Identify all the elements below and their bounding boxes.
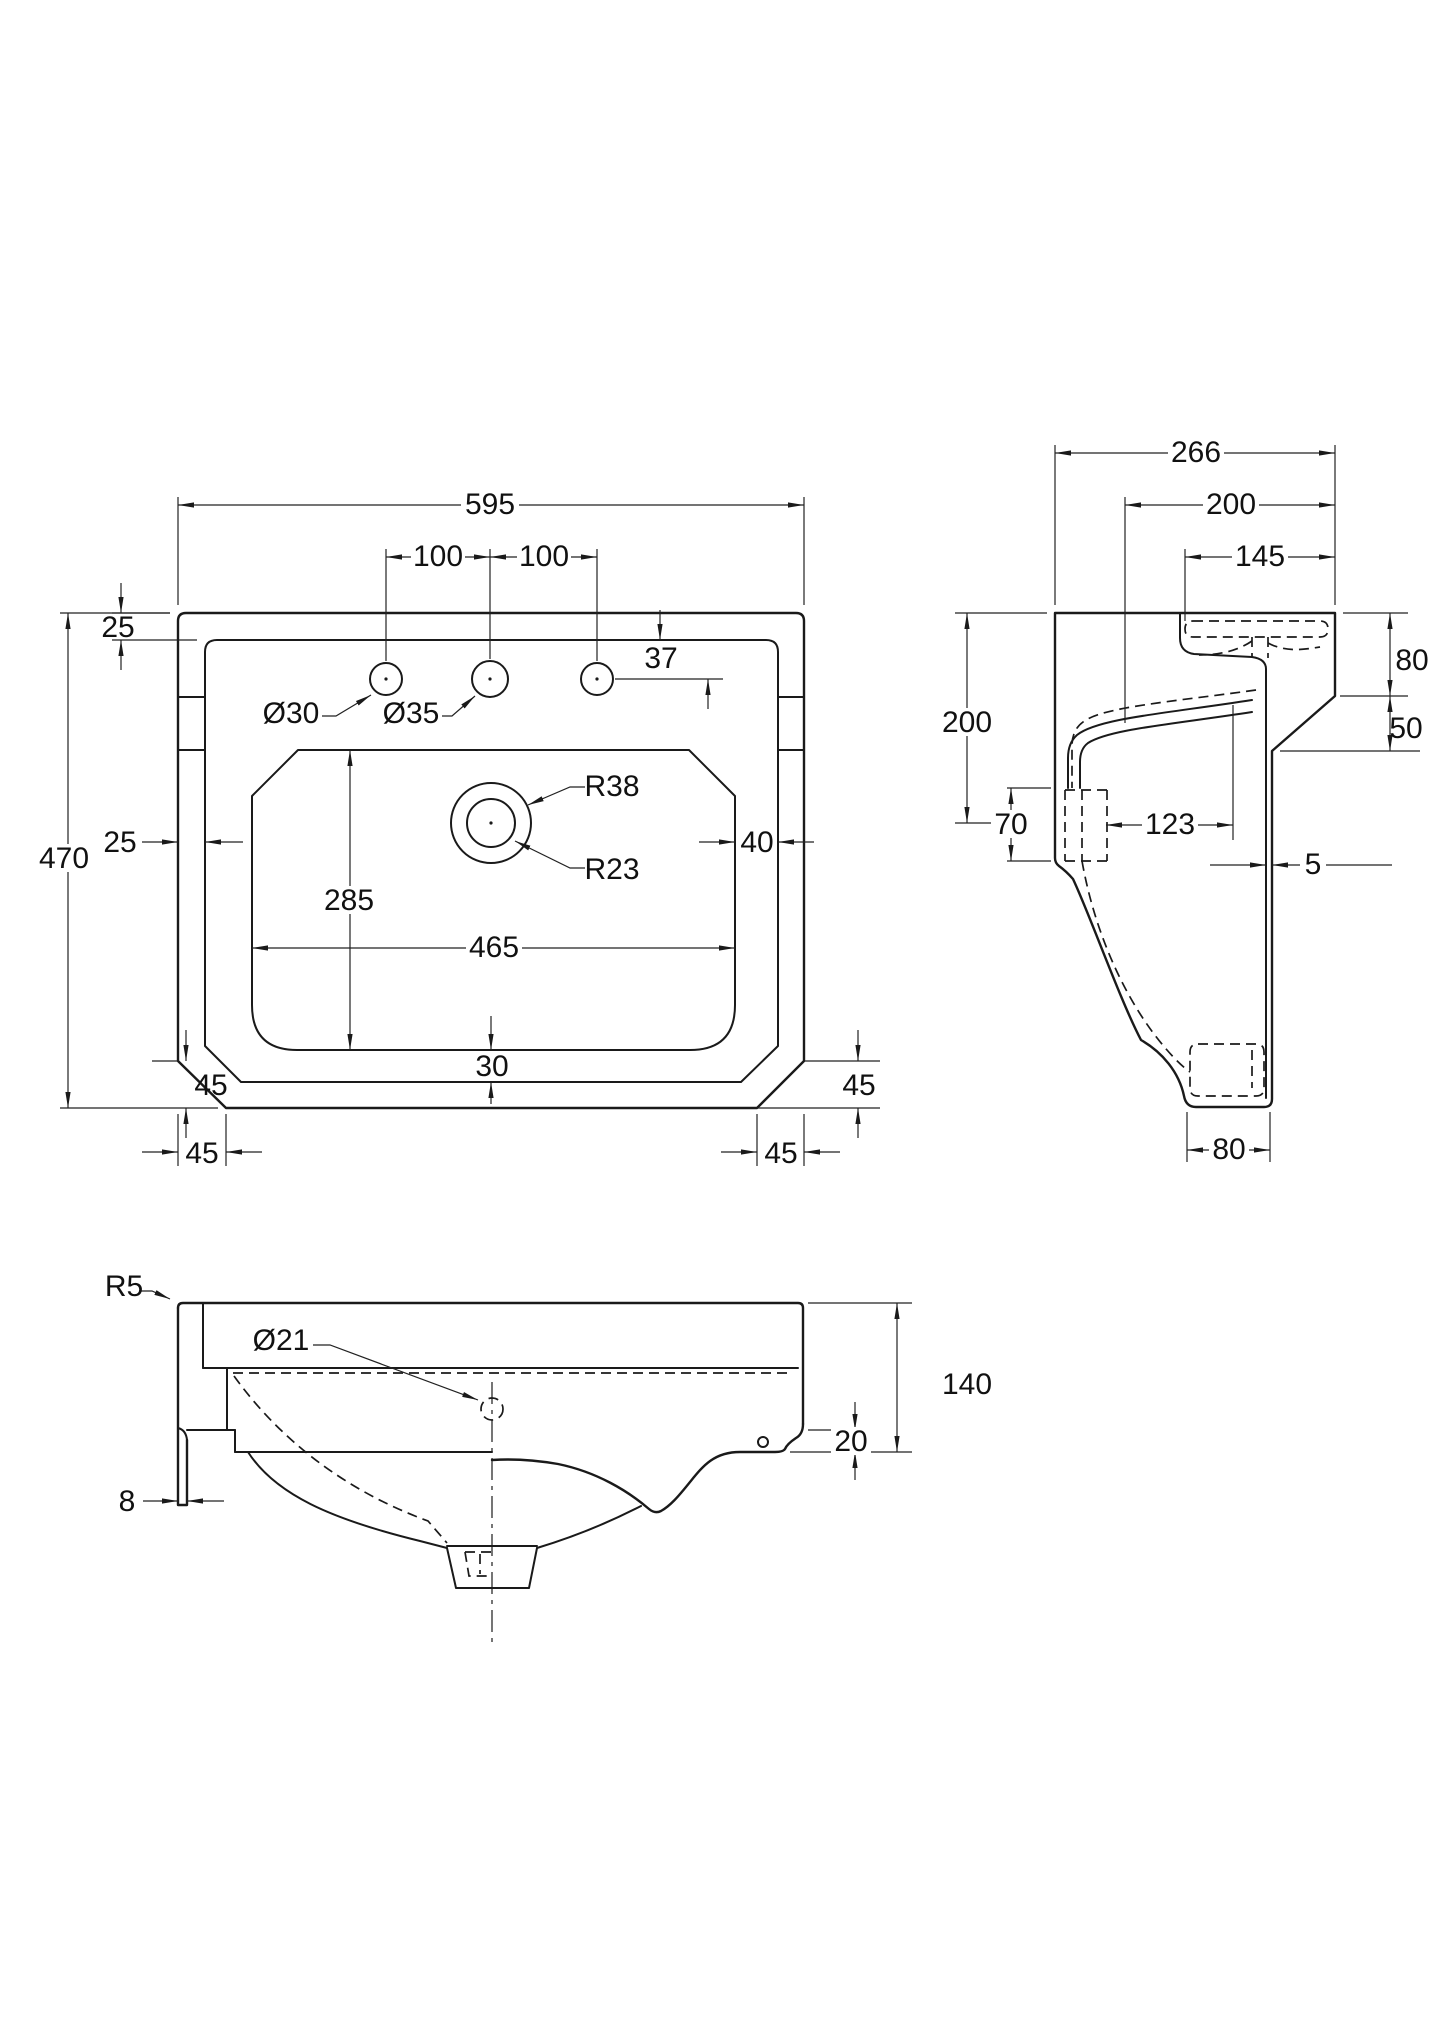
front-top-edge <box>176 1301 805 1426</box>
dim-plan-width: 595 <box>177 488 805 605</box>
side-apron-cavity-hidden <box>1189 1043 1265 1097</box>
label-corner-radius: R5 <box>105 1270 171 1303</box>
dim-tap-spacing: 100 100 <box>385 540 598 661</box>
front-right-silhouette <box>490 1422 805 1514</box>
dim-front-height-label: 140 <box>942 1368 992 1401</box>
dim-front-back-tab: 8 <box>119 1485 224 1518</box>
label-hole-left-text: Ø30 <box>263 697 320 730</box>
dim-chamfer-left-v: 45 <box>152 1030 228 1138</box>
overflow-hole-hidden <box>480 1397 504 1421</box>
dim-bowl-width: 465 <box>252 931 735 964</box>
label-hole-left: Ø30 <box>263 694 372 730</box>
tap-hole-right <box>580 662 614 696</box>
label-drain-outer-text: R38 <box>584 770 639 803</box>
dim-bowl-depth-label: 285 <box>324 884 374 917</box>
dim-side-apron: 80 <box>1340 612 1429 697</box>
dim-rim-left: 25 <box>103 826 243 859</box>
front-left-step <box>177 1427 188 1441</box>
side-deck-flange-hidden <box>1184 620 1329 638</box>
plan-view: 595 470 100 100 25 <box>36 488 880 1170</box>
front-section-lines <box>186 1302 799 1589</box>
front-view: R5 Ø21 140 20 8 <box>105 1270 992 1645</box>
dim-side-overflow-label: 123 <box>1145 808 1195 841</box>
side-view: 266 200 145 80 50 <box>939 436 1429 1166</box>
dim-bowl-depth: 285 <box>321 750 377 1050</box>
dim-bowl-gap-right: 40 <box>699 826 814 859</box>
dim-chamfer-right-h-label: 45 <box>764 1137 797 1170</box>
dim-side-deck-label: 145 <box>1235 540 1285 573</box>
side-hidden-lines <box>1064 620 1329 1097</box>
dim-chamfer-right-v: 45 <box>757 1030 880 1138</box>
front-bowl-inner-hidden <box>233 1375 448 1544</box>
dim-plan-height: 470 <box>36 612 218 1109</box>
dim-bowl-gap-bottom: 30 <box>475 1016 509 1104</box>
label-overflow-dia: Ø21 <box>253 1324 479 1401</box>
dim-side-back-height-label: 200 <box>942 706 992 739</box>
dim-side-back-height: 200 <box>939 612 1047 824</box>
dim-tap-offset-label: 37 <box>644 642 677 675</box>
tap-hole-left <box>369 662 403 696</box>
dim-bowl-gap-bottom-label: 30 <box>475 1050 508 1083</box>
dim-side-deck: 145 <box>1184 540 1335 621</box>
dim-side-chamfer: 50 <box>1280 696 1423 752</box>
label-drain-inner: R23 <box>514 840 640 886</box>
label-drain-outer: R38 <box>527 770 640 806</box>
drain-outer-circle <box>450 782 532 864</box>
front-fixing-hole <box>757 1436 769 1448</box>
dim-tap-offset: 37 <box>615 610 723 709</box>
front-bowl-underside <box>247 1451 448 1549</box>
dim-side-apron-label: 80 <box>1395 644 1428 677</box>
dim-rim-top-label: 25 <box>101 611 134 644</box>
dim-chamfer-left-v-label: 45 <box>194 1069 227 1102</box>
dim-side-overflow: 123 <box>1106 808 1233 841</box>
dim-chamfer-left-h-label: 45 <box>185 1137 218 1170</box>
dim-bowl-width-label: 465 <box>469 931 519 964</box>
front-left-edge <box>176 1306 189 1507</box>
dim-side-ledge: 200 <box>1124 488 1335 723</box>
side-interior-solid <box>1067 612 1267 1099</box>
dim-chamfer-left-h: 45 <box>142 1114 262 1170</box>
dim-side-ledge-label: 200 <box>1206 488 1256 521</box>
dim-rim-top: 25 <box>101 583 197 670</box>
dim-bowl-gap-right-label: 40 <box>740 826 773 859</box>
dim-rim-left-label: 25 <box>103 826 136 859</box>
plan-drain <box>450 782 532 864</box>
dim-side-total: 266 <box>1054 436 1336 605</box>
label-hole-mid: Ø35 <box>383 695 476 730</box>
dim-side-foot: 80 <box>1186 1112 1271 1166</box>
plan-tap-holes <box>369 660 614 698</box>
plan-inner-rim <box>204 639 779 1083</box>
dim-front-back-tab-label: 8 <box>119 1485 136 1518</box>
dim-plan-height-label: 470 <box>39 842 89 875</box>
dim-plan-width-label: 595 <box>465 488 515 521</box>
dim-tap-spacing1-label: 100 <box>413 540 463 573</box>
dim-tap-spacing2-label: 100 <box>519 540 569 573</box>
dim-side-total-label: 266 <box>1171 436 1221 469</box>
dim-front-step: 20 <box>808 1402 871 1480</box>
label-drain-inner-text: R23 <box>584 853 639 886</box>
dim-chamfer-right-h: 45 <box>721 1114 840 1170</box>
dim-side-chamfer-label: 50 <box>1389 712 1422 745</box>
dim-side-wall-label: 5 <box>1305 848 1322 881</box>
plan-side-ticks <box>177 696 805 751</box>
dim-side-wall: 5 <box>1210 848 1392 881</box>
label-hole-mid-text: Ø35 <box>383 697 440 730</box>
label-corner-radius-text: R5 <box>105 1270 143 1303</box>
dim-side-foot-label: 80 <box>1212 1133 1245 1166</box>
dim-side-fixing: 70 <box>991 787 1051 862</box>
plan-bowl-outline <box>251 749 736 1051</box>
dim-side-fixing-label: 70 <box>994 808 1027 841</box>
side-outer-profile <box>1053 611 1337 1109</box>
label-overflow-dia-text: Ø21 <box>253 1324 310 1357</box>
tap-hole-middle <box>471 660 509 698</box>
drain-inner-circle <box>466 798 516 848</box>
dim-front-step-label: 20 <box>834 1425 867 1458</box>
dim-chamfer-right-v-label: 45 <box>842 1069 875 1102</box>
